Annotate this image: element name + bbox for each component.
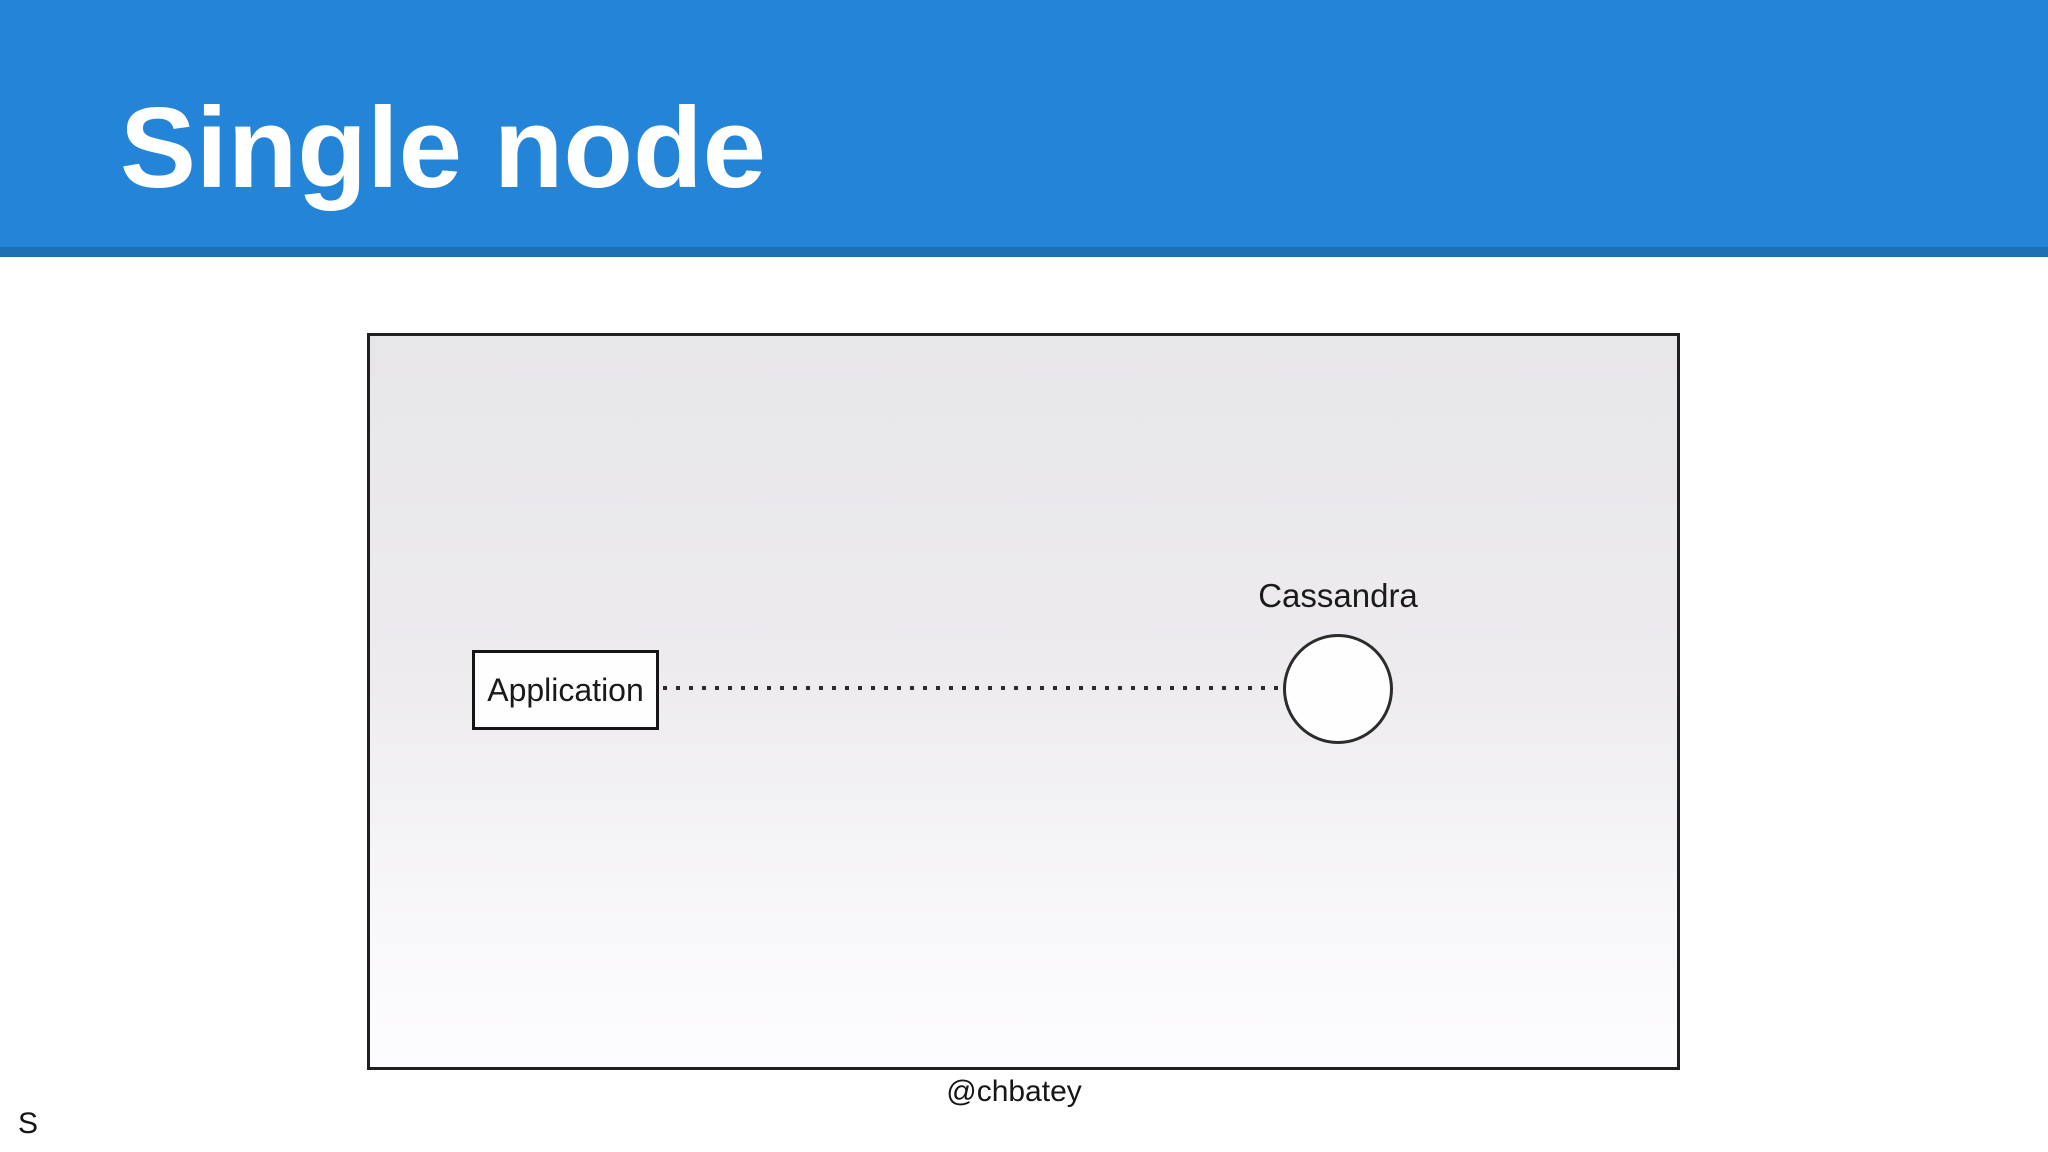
slide-title: Single node xyxy=(120,85,767,212)
title-bar-accent-strip xyxy=(0,247,2048,257)
architecture-diagram-frame: Application Cassandra xyxy=(367,333,1680,1070)
cassandra-node-circle xyxy=(1283,634,1393,744)
corner-letter: S xyxy=(18,1107,39,1140)
twitter-handle: @chbatey xyxy=(946,1075,1082,1108)
cassandra-node-label: Cassandra xyxy=(1258,577,1418,614)
application-to-cassandra-dotted-connector xyxy=(663,686,1283,690)
application-node-label: Application xyxy=(487,671,644,708)
title-bar: Single node xyxy=(0,0,2048,247)
application-node: Application xyxy=(472,650,659,730)
